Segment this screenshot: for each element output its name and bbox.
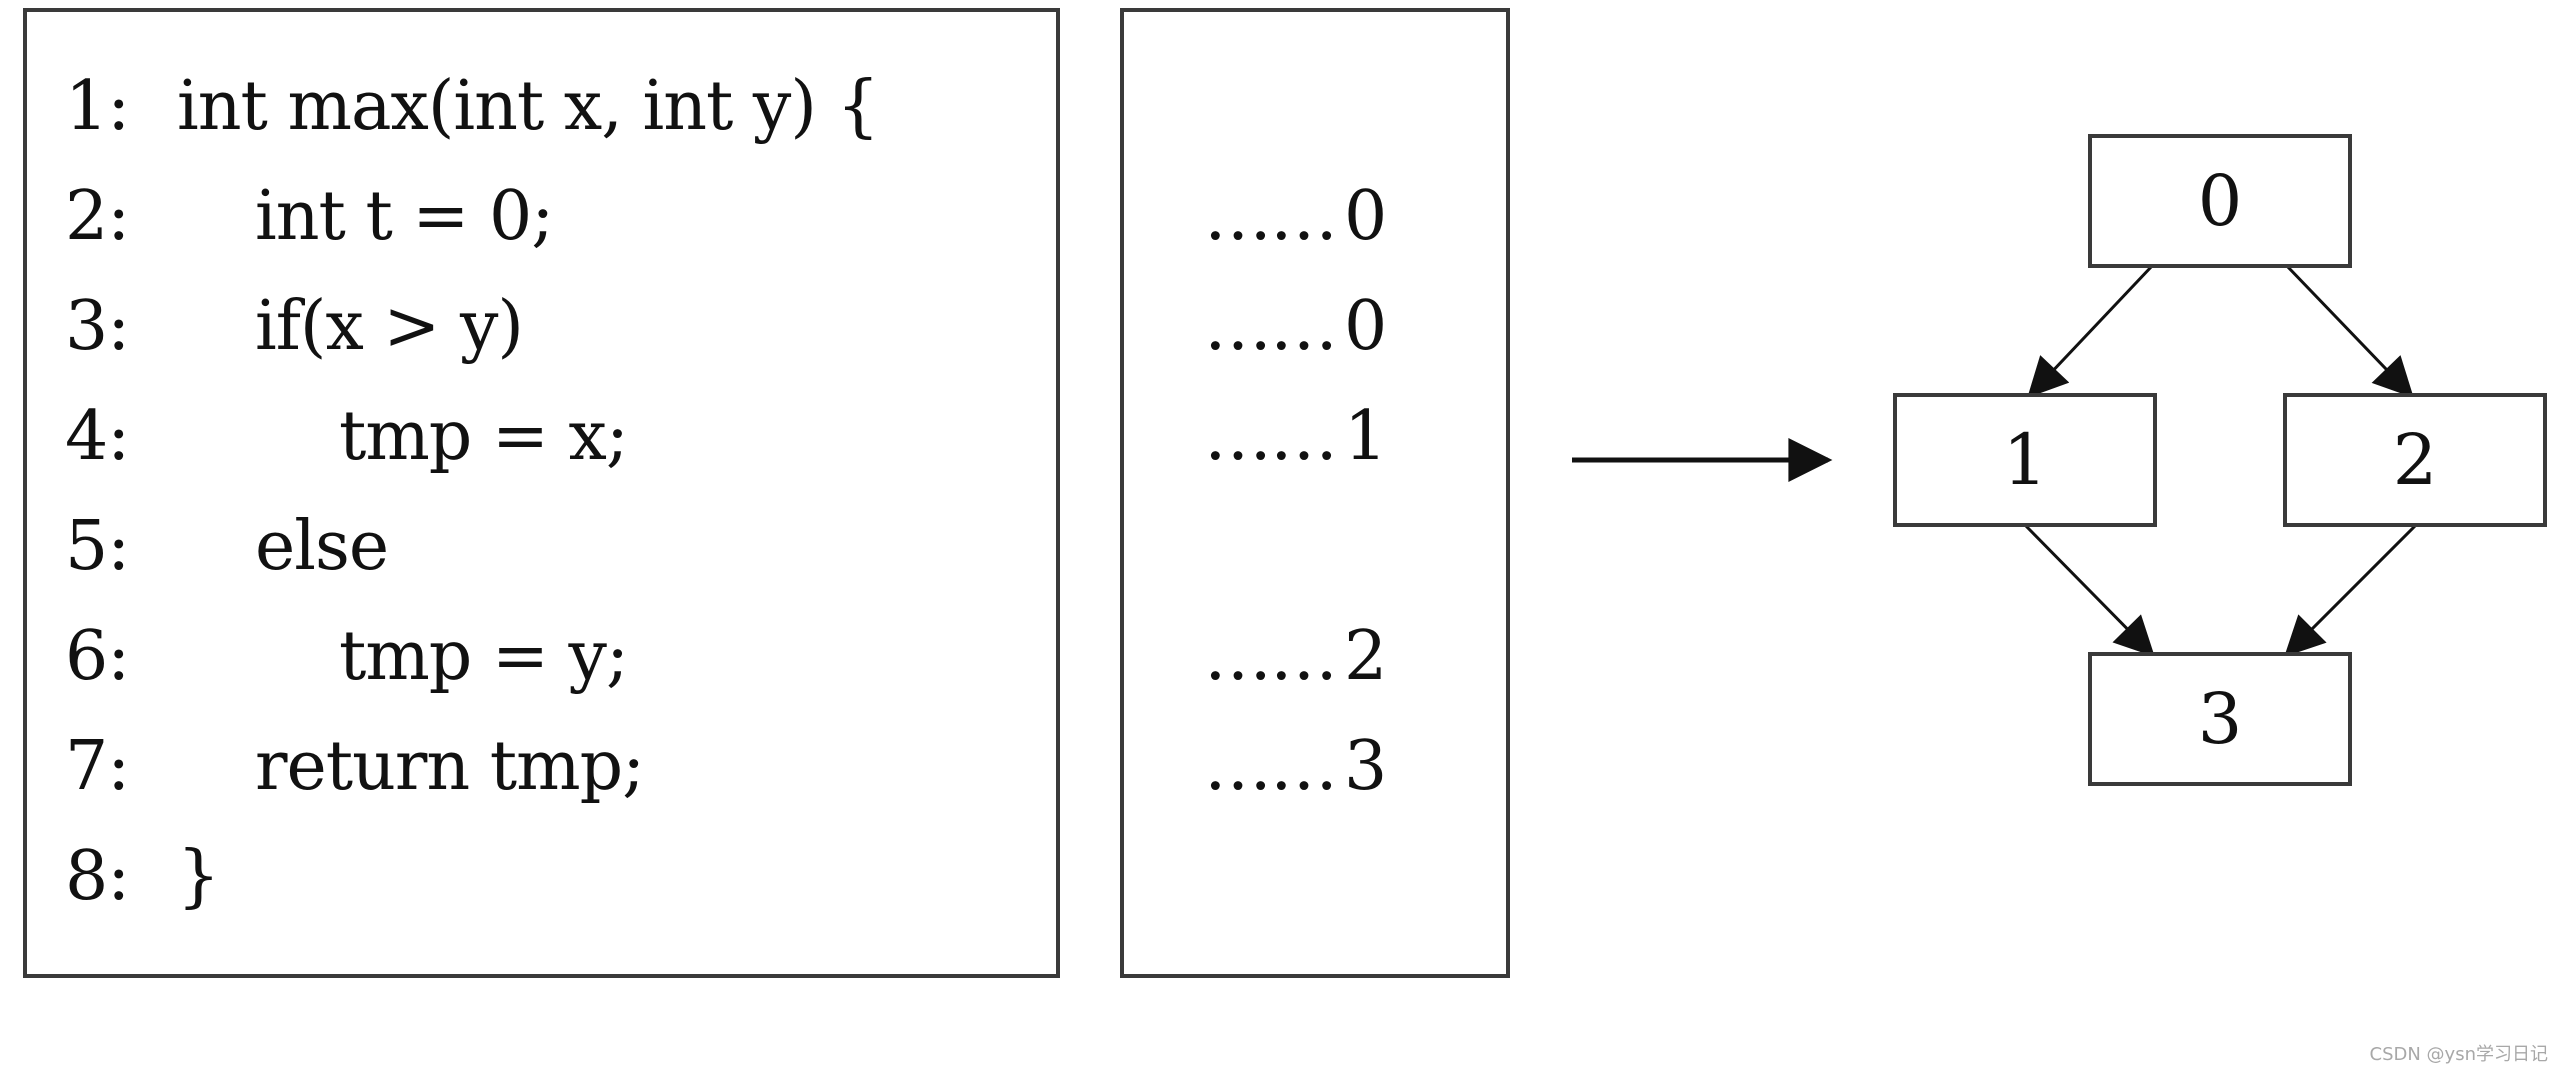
block-mark: ……0 [1204, 282, 1504, 372]
code-line: 5: else [27, 502, 1027, 592]
code-line: 6: tmp = y; [27, 612, 1027, 702]
flow-node-label: 1 [2002, 419, 2048, 501]
block-mark: ……0 [1204, 172, 1504, 262]
line-number: 1: [65, 67, 130, 146]
block-mark: ……1 [1204, 392, 1504, 482]
code-text: int max(int x, int y) { [177, 67, 880, 146]
block-number: 2 [1344, 617, 1388, 696]
line-number: 2: [65, 177, 130, 256]
line-number: 7: [65, 727, 130, 806]
code-text: tmp = x; [339, 397, 629, 476]
block-mark: ……2 [1204, 612, 1504, 702]
leader-dots: …… [1204, 287, 1338, 366]
line-number: 4: [65, 397, 130, 476]
code-listing-panel: 1: int max(int x, int y) { 2: int t = 0; 3: i… [23, 8, 1060, 978]
leader-dots: …… [1204, 397, 1338, 476]
leader-dots: …… [1204, 177, 1338, 256]
block-number: 3 [1344, 727, 1388, 806]
line-number: 3: [65, 287, 130, 366]
code-text: else [255, 507, 389, 586]
code-line: 7: return tmp; [27, 722, 1027, 812]
basic-block-mapping-panel: ……0……0……1……2……3 [1120, 8, 1510, 978]
flow-node-label: 0 [2197, 160, 2243, 242]
flow-edge [2285, 264, 2414, 398]
flow-edge [2284, 523, 2418, 657]
block-number: 1 [1344, 397, 1388, 476]
code-line: 4: tmp = x; [27, 392, 1027, 482]
flow-node-label: 3 [2197, 678, 2243, 760]
flow-edge [2027, 264, 2154, 398]
line-number: 8: [65, 837, 130, 916]
line-number: 5: [65, 507, 130, 586]
code-line: 1: int max(int x, int y) { [27, 62, 1027, 152]
code-line: 8:} [27, 832, 1027, 922]
watermark: CSDN @ysn学习日记 [2369, 1044, 2548, 1065]
block-mark: ……3 [1204, 722, 1504, 812]
block-number: 0 [1344, 177, 1388, 256]
flow-node-label: 2 [2392, 419, 2438, 501]
code-text: if(x > y) [255, 287, 524, 366]
block-number: 0 [1344, 287, 1388, 366]
leader-dots: …… [1204, 727, 1338, 806]
flow-edge [2023, 523, 2155, 657]
leader-dots: …… [1204, 617, 1338, 696]
code-text: } [177, 837, 220, 916]
code-text: tmp = y; [339, 617, 629, 696]
code-text: return tmp; [255, 727, 645, 806]
code-line: 2: int t = 0; [27, 172, 1027, 262]
line-number: 6: [65, 617, 130, 696]
code-line: 3: if(x > y) [27, 282, 1027, 372]
code-text: int t = 0; [255, 177, 554, 256]
